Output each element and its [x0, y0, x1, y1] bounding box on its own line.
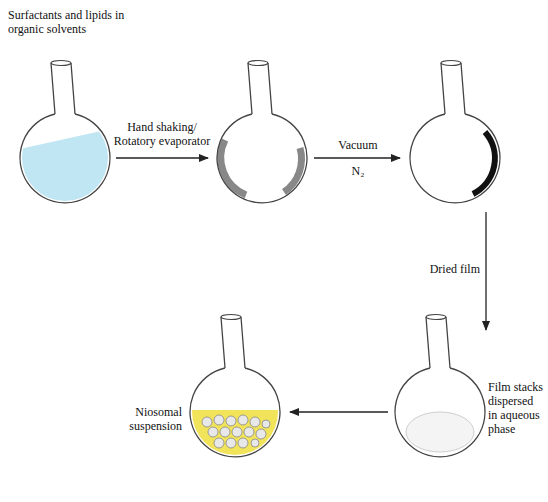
- step-label: Surfactants and lipids in organic solven…: [8, 8, 158, 36]
- arrow-label: Hand shaking/ Rotatory evaporator: [110, 120, 214, 148]
- arrow-label: N₂: [318, 164, 398, 178]
- arrow-label: Vacuum: [318, 138, 398, 152]
- step-label: Niosomal suspension: [90, 405, 182, 433]
- step-label: Film stacks dispersed in aqueous phase: [488, 380, 544, 436]
- arrow-label: Dried film: [400, 262, 480, 276]
